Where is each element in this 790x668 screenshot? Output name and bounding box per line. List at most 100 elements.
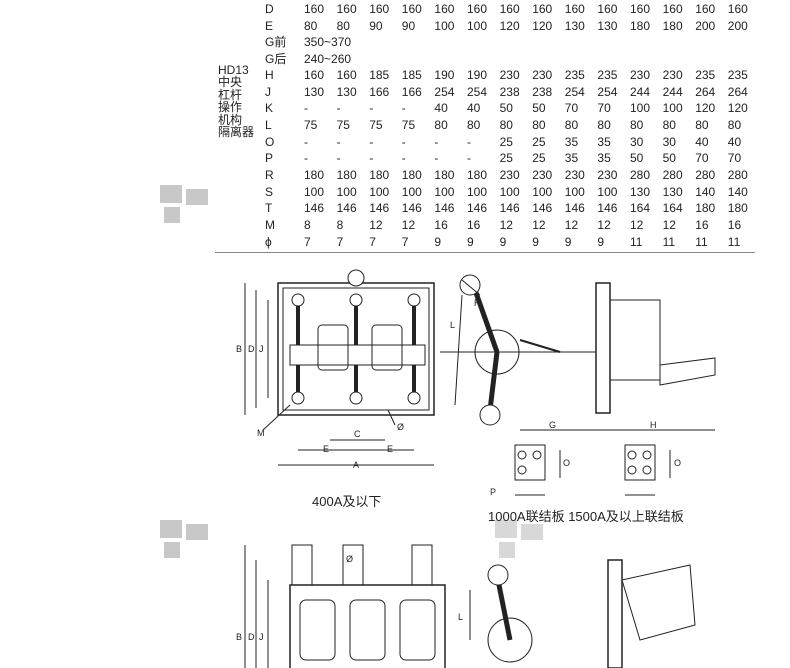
table-cell: 80 <box>564 118 579 132</box>
svg-text:C: C <box>354 429 361 439</box>
table-cell: 50 <box>532 101 546 115</box>
table-cell: 30 <box>662 135 676 149</box>
table-cell: 100 <box>336 185 357 199</box>
row-label: P <box>265 151 274 165</box>
svg-text:J: J <box>259 344 264 354</box>
table-cell: 120 <box>727 101 748 115</box>
svg-text:A: A <box>353 460 359 470</box>
table-cell: 100 <box>467 19 488 33</box>
table-cell: 146 <box>401 201 422 215</box>
table-cell: 160 <box>532 2 553 16</box>
table-cell: 75 <box>336 118 350 132</box>
table-cell: 120 <box>695 101 716 115</box>
table-cell: 70 <box>695 151 709 165</box>
table-cell: 254 <box>434 85 455 99</box>
table-cell: 280 <box>630 168 651 182</box>
row-label: J <box>265 85 271 99</box>
table-cell: - <box>401 101 406 115</box>
watermark-logo <box>160 520 210 560</box>
table-cell: 146 <box>336 201 357 215</box>
table-cell: - <box>336 101 341 115</box>
table-cell: 80 <box>662 118 676 132</box>
table-cell: 244 <box>662 85 683 99</box>
row-label: S <box>265 185 274 199</box>
table-cell: 80 <box>597 118 611 132</box>
table-cell: 7 <box>401 235 409 249</box>
caption-400a: 400A及以下 <box>312 494 382 509</box>
table-cell: 180 <box>695 201 716 215</box>
svg-text:Ø: Ø <box>397 422 404 432</box>
table-cell: 25 <box>532 151 546 165</box>
table-cell: 350~370 <box>304 35 352 49</box>
svg-text:L: L <box>450 320 455 330</box>
table-cell: 164 <box>630 201 651 215</box>
table-cell: 130 <box>662 185 683 199</box>
table-cell: 35 <box>597 135 611 149</box>
table-cell: 185 <box>369 68 390 82</box>
table-cell: 180 <box>304 168 325 182</box>
table-cell: 160 <box>304 2 325 16</box>
svg-text:D: D <box>248 632 255 642</box>
group-label-line: 操作 <box>218 100 243 115</box>
svg-text:H: H <box>650 420 657 430</box>
table-cell: 160 <box>695 2 716 16</box>
table-cell: 120 <box>499 19 520 33</box>
table-cell: 12 <box>532 218 546 232</box>
table-cell: 180 <box>336 168 357 182</box>
table-cell: 140 <box>695 185 716 199</box>
table-cell: 70 <box>564 101 579 115</box>
table-cell: 16 <box>695 218 709 232</box>
row-label: ϕ <box>265 235 272 249</box>
table-cell: 130 <box>304 85 325 99</box>
svg-text:D: D <box>248 344 255 354</box>
table-cell: 16 <box>727 218 742 232</box>
table-cell: 35 <box>564 151 579 165</box>
row-label: E <box>265 19 274 33</box>
table-cell: 80 <box>467 118 481 132</box>
link-plate-1500a: O <box>624 444 681 496</box>
table-cell: 240~260 <box>304 52 352 66</box>
table-cell: 100 <box>369 185 390 199</box>
table-cell: 9 <box>532 235 539 249</box>
table-cell: 164 <box>662 201 683 215</box>
table-cell: 100 <box>467 185 488 199</box>
table-cell: 180 <box>401 168 422 182</box>
table-cell: 160 <box>662 2 683 16</box>
table-cell: 160 <box>336 2 357 16</box>
table-cell: 100 <box>499 185 520 199</box>
table-cell: 11 <box>695 235 708 249</box>
table-cell: 25 <box>499 151 513 165</box>
table-cell: 30 <box>630 135 644 149</box>
table-cell: 7 <box>336 235 344 249</box>
table-cell: 35 <box>564 135 579 149</box>
table-cell: 12 <box>662 218 676 232</box>
table-cell: 12 <box>630 218 644 232</box>
table-cell: 230 <box>532 68 553 82</box>
table-cell: - <box>467 135 471 149</box>
table-cell: 12 <box>401 218 416 232</box>
table-cell: 9 <box>434 235 442 249</box>
table-cell: 264 <box>695 85 716 99</box>
table-cell: 140 <box>727 185 748 199</box>
link-plate-1000a: PO <box>490 444 570 497</box>
table-cell: 130 <box>597 19 618 33</box>
table-cell: - <box>369 135 374 149</box>
table-cell: 190 <box>467 68 488 82</box>
group-label-line: 杠杆 <box>218 87 243 102</box>
svg-text:R: R <box>474 298 481 308</box>
table-cell: - <box>467 151 471 165</box>
table-cell: 235 <box>695 68 716 82</box>
table-cell: - <box>401 151 406 165</box>
table-cell: 230 <box>630 68 651 82</box>
row-label: G前 <box>265 35 287 49</box>
table-cell: 180 <box>467 168 488 182</box>
table-cell: 100 <box>532 185 553 199</box>
row-label: T <box>265 201 273 215</box>
table-cell: 80 <box>336 19 350 33</box>
table-cell: 75 <box>369 118 383 132</box>
table-cell: 100 <box>304 185 325 199</box>
table-cell: 238 <box>532 85 553 99</box>
table-cell: 230 <box>499 68 520 82</box>
table-cell: - <box>304 101 308 115</box>
